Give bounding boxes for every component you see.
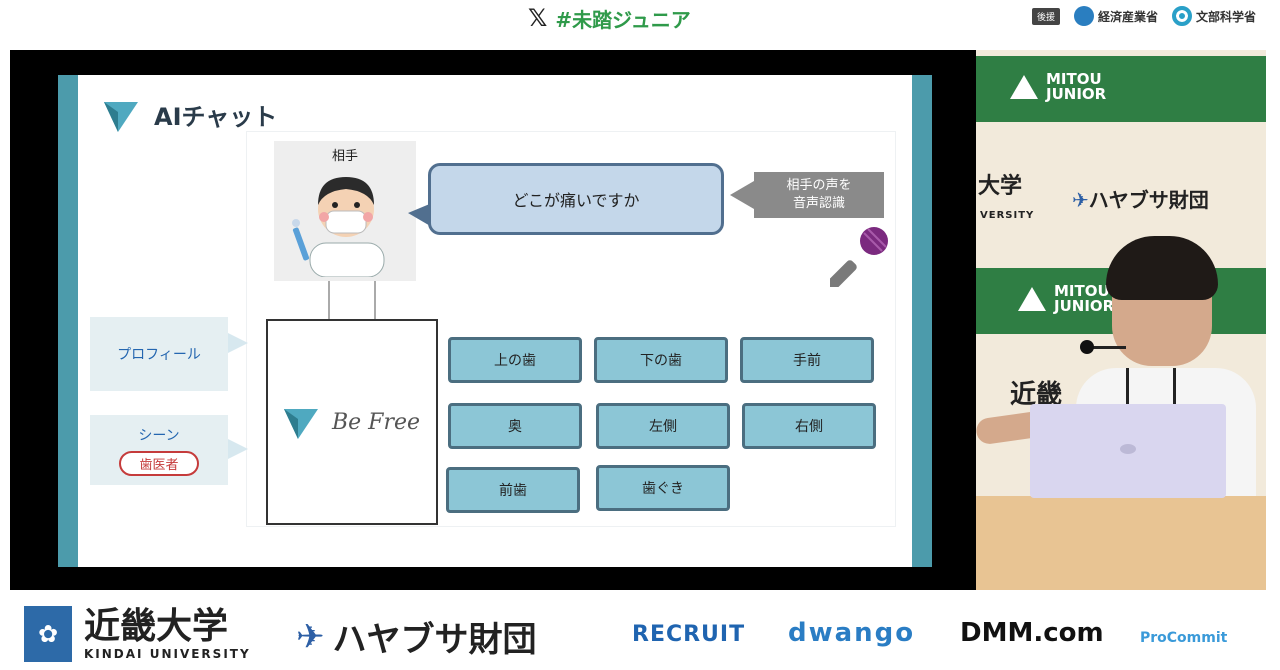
dentist-illustration-icon	[292, 177, 385, 277]
wall-univ-text: 大学	[978, 174, 1023, 199]
sponsor-dwango: dwango	[788, 618, 916, 648]
speaker-hair	[1106, 236, 1218, 300]
lanyard	[1126, 368, 1176, 408]
kindai-name: 近畿大学	[84, 606, 229, 647]
hayabusa-bird-icon: ✈	[296, 616, 325, 657]
ministry-meti: 経済産業省	[1073, 6, 1158, 26]
speech-bubble: どこが痛いですか	[428, 163, 724, 235]
wall-univ-sub: VERSITY	[980, 210, 1035, 221]
top-sponsors: 後援 経済産業省 文部科学省	[1031, 6, 1256, 26]
option-right-side[interactable]: 右側	[742, 403, 876, 449]
hayabusa-name: ハヤブサ財団	[332, 620, 537, 660]
ministry-mext: 文部科学省	[1171, 6, 1256, 26]
wall-bird-icon: ✈	[1072, 188, 1089, 212]
desk	[976, 496, 1266, 590]
laptop	[1030, 404, 1226, 498]
connector-line	[374, 281, 376, 319]
sponsor-bar: ✿ 近畿大学 KINDAI UNIVERSITY ✈ ハヤブサ財団 RECRUI…	[0, 596, 1280, 670]
partner-label: 相手	[331, 149, 358, 164]
option-back[interactable]: 奥	[448, 403, 582, 449]
profile-label: プロフィール	[117, 347, 201, 363]
option-left-side[interactable]: 左側	[596, 403, 730, 449]
voice-label-line2: 音声認識	[792, 196, 845, 211]
headset-mic-icon	[1080, 340, 1094, 354]
sponsor-hayabusa: ✈ ハヤブサ財団	[296, 612, 537, 661]
x-logo-icon: 𝕏	[528, 4, 548, 32]
scene-value: 歯医者	[119, 450, 199, 476]
option-lower-teeth[interactable]: 下の歯	[594, 337, 728, 383]
scene-box: シーン 歯医者	[90, 415, 228, 485]
befree-v-icon	[284, 409, 318, 439]
sponsor-dmm: DMM.com	[960, 618, 1104, 648]
option-gums[interactable]: 歯ぐき	[596, 465, 730, 511]
support-badge: 後援	[1031, 7, 1060, 25]
meti-label: 経済産業省	[1097, 9, 1158, 24]
befree-box: Be Free	[266, 319, 438, 525]
meti-logo-icon	[1073, 6, 1094, 26]
option-front-teeth[interactable]: 前歯	[446, 467, 580, 513]
voice-arrow-icon	[730, 181, 754, 209]
profile-box: プロフィール	[90, 317, 228, 391]
wall-foundation-text: ✈ハヤブサ財団	[1072, 188, 1209, 212]
voice-label-line1: 相手の声を	[786, 178, 852, 193]
option-upper-teeth[interactable]: 上の歯	[448, 337, 582, 383]
hashtag-text: #未踏ジュニア	[555, 7, 691, 32]
partner-card: 相手	[274, 141, 416, 281]
microphone-icon	[830, 227, 888, 287]
mitou-triangle-icon	[1018, 287, 1046, 311]
mext-logo-icon	[1171, 6, 1192, 26]
connector-line	[328, 281, 330, 319]
sponsor-procommit: ProCommit	[1140, 630, 1228, 646]
slide-title: AIチャット	[154, 103, 278, 131]
sponsor-recruit: RECRUIT	[632, 622, 746, 647]
slide-header: AIチャット	[104, 97, 277, 132]
option-front-near[interactable]: 手前	[740, 337, 874, 383]
kindai-sub: KINDAI UNIVERSITY	[84, 647, 251, 661]
mitou-triangle-icon	[1010, 75, 1038, 99]
mext-label: 文部科学省	[1195, 9, 1256, 24]
profile-arrow-icon	[228, 333, 248, 353]
top-bar: 𝕏 #未踏ジュニア 後援 経済産業省 文部科学省	[0, 0, 1280, 44]
befree-logo-icon	[104, 101, 138, 132]
sponsor-kindai: ✿ 近畿大学 KINDAI UNIVERSITY	[24, 606, 251, 662]
scene-label: シーン	[138, 427, 180, 444]
scene-arrow-icon	[228, 439, 248, 459]
slide: AIチャット 相手 どこが痛いですか	[58, 75, 932, 567]
headset-mic	[1086, 346, 1126, 349]
befree-name: Be Free	[332, 409, 420, 435]
kindai-logo-icon: ✿	[24, 606, 72, 662]
presentation-stage: AIチャット 相手 どこが痛いですか	[10, 50, 976, 590]
voice-recognition-box: 相手の声を 音声認識	[754, 172, 884, 218]
diagram-panel	[246, 131, 896, 527]
hashtag: 𝕏 #未踏ジュニア	[528, 4, 691, 32]
laptop-logo-icon	[1120, 444, 1136, 454]
